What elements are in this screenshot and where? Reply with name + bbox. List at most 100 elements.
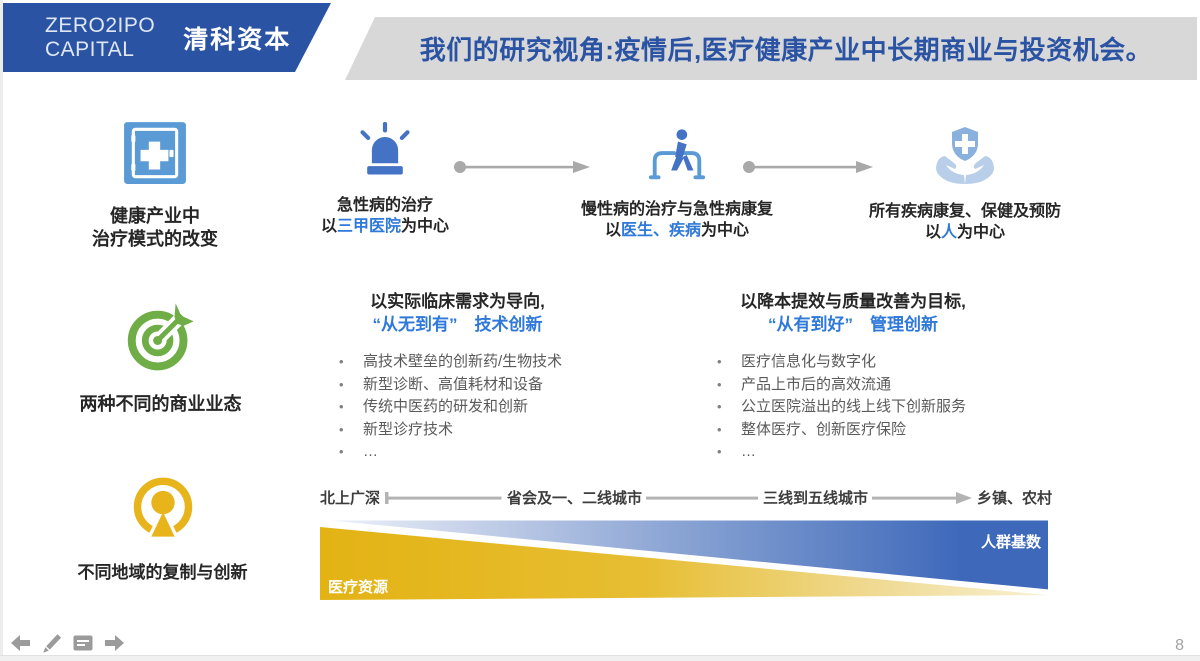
resource-population-band: 医疗资源 人群基数 — [320, 518, 1048, 600]
population-base-label: 人群基数 — [980, 534, 1041, 551]
stage3-subtitle: 以人为中心 — [855, 222, 1075, 243]
axis-connector-2 — [646, 491, 759, 505]
page-number: 8 — [1175, 637, 1184, 654]
bullet-dot: • — [717, 421, 722, 437]
target-arrow-icon — [127, 303, 194, 371]
stage1-subtitle: 以三甲医院为中心 — [300, 216, 470, 237]
category3-label: 不同地域的复制与创新 — [77, 563, 248, 582]
pencil-icon — [43, 634, 62, 653]
list-item: • 传统中医药的研发和创新 — [339, 396, 590, 419]
list-item: • 医疗信息化与数字化 — [717, 351, 1003, 374]
axis-connector-1 — [384, 491, 503, 505]
stage2-suffix: 为中心 — [701, 222, 750, 239]
bullet-text: 传统中医药的研发和创新 — [363, 398, 529, 415]
bullet-text: 新型诊疗技术 — [363, 420, 454, 438]
logo-english: ZERO2IPO CAPITAL — [45, 14, 155, 62]
category-business-models: 两种不同的商业业态 — [73, 300, 248, 416]
stage-chronic: 慢性病的治疗与急性病康复 以医生、疾病为中心 — [572, 124, 782, 241]
logo-line2: CAPITAL — [45, 37, 135, 61]
axis-connector-3 — [872, 491, 973, 505]
pen-tool-button[interactable] — [39, 630, 65, 656]
tech-bullet-list: •高技术壁垒的创新药/生物技术 •新型诊断、高值耗材和设备 •传统中医药的研发和… — [325, 351, 590, 464]
slide-left-edge — [0, 0, 3, 661]
bullet-text: 医疗信息化与数字化 — [741, 353, 877, 370]
title-banner: 我们的研究视角:疫情后,医疗健康产业中长期商业与投资机会。 — [345, 17, 1197, 80]
bullet-dot: • — [339, 399, 344, 414]
stage3-highlight: 人 — [940, 224, 957, 241]
category-regional: 不同地域的复制与创新 — [70, 476, 255, 584]
list-item: •… — [717, 441, 1003, 464]
previous-slide-button[interactable] — [8, 630, 34, 656]
tick-line-icon — [384, 491, 501, 504]
next-slide-button[interactable] — [101, 630, 127, 656]
bullet-text: … — [741, 443, 756, 460]
bullet-dot: • — [339, 421, 344, 437]
logo-line1: ZERO2IPO — [45, 13, 156, 37]
category1-label-line1: 健康产业中 — [110, 206, 200, 226]
bullet-dot: • — [717, 399, 722, 414]
list-item: • 产品上市后的高效流通 — [717, 374, 1003, 397]
forward-arrow-icon — [105, 635, 124, 651]
bullet-text: 高技术壁垒的创新药/生物技术 — [363, 353, 563, 370]
flow-arrow-1 — [453, 160, 591, 179]
stage3-title: 所有疾病康复、保健及预防 — [868, 203, 1061, 220]
stage2-subtitle: 以医生、疾病为中心 — [572, 220, 782, 241]
stage2-title: 慢性病的治疗与急性病康复 — [580, 201, 773, 218]
stage-acute: 急性病的治疗 以三甲医院为中心 — [300, 121, 470, 237]
tech-column-header: 以实际临床需求为导向, — [370, 292, 545, 311]
stage1-title: 急性病的治疗 — [336, 197, 433, 214]
hands-shield-icon — [936, 127, 994, 184]
notes-icon — [73, 635, 93, 651]
axis-label-tier3: 三线到五线城市 — [762, 490, 868, 507]
stage1-highlight: 三甲医院 — [336, 218, 401, 235]
bullet-dot: • — [717, 376, 722, 392]
presenter-controls — [8, 630, 127, 656]
slide-notes-button[interactable] — [70, 630, 96, 656]
category-treatment-model: 健康产业中 治疗模式的改变 — [80, 120, 230, 251]
list-item: •高技术壁垒的创新药/生物技术 — [339, 351, 590, 374]
stage2-prefix: 以 — [604, 222, 621, 239]
stage3-suffix: 为中心 — [957, 224, 1006, 241]
arrow-right-icon — [454, 161, 590, 173]
location-target-icon — [133, 477, 192, 542]
mgmt-column-subheader: “从有到好” 管理创新 — [768, 315, 938, 334]
logo-chinese: 清科资本 — [183, 25, 292, 54]
stage1-suffix: 为中心 — [401, 218, 450, 235]
region-axis: 北上广深 省会及一、二线城市 三线到五线城市 乡镇、农村 — [320, 487, 1052, 508]
list-item: • 新型诊疗技术 — [339, 419, 590, 442]
management-innovation-column: 以降本提效与质量改善为目标, “从有到好” 管理创新 •医疗信息化与数字化 •产… — [703, 290, 1003, 464]
axis-label-tier4: 乡镇、农村 — [976, 490, 1052, 507]
axis-label-tier1: 北上广深 — [320, 490, 381, 507]
bullet-text: 产品上市后的高效流通 — [741, 375, 892, 393]
back-arrow-icon — [11, 635, 30, 651]
bullet-text: 整体医疗、创新医疗保险 — [741, 420, 907, 438]
stage-prevention: 所有疾病康复、保健及预防 以人为中心 — [855, 124, 1075, 243]
bullet-text: 新型诊断、高值耗材和设备 — [363, 375, 544, 393]
flow-arrow-2 — [742, 160, 874, 179]
mgmt-bullet-list: •医疗信息化与数字化 •产品上市后的高效流通 •公立医院溢出的线上线下创新服务 … — [703, 351, 1003, 464]
siren-icon — [360, 121, 410, 175]
bullet-dot: • — [717, 444, 722, 459]
medical-resource-label: 医疗资源 — [328, 579, 389, 596]
tech-column-subheader: “从无到有” 技术创新 — [372, 315, 543, 334]
slide-title: 我们的研究视角:疫情后,医疗健康产业中长期商业与投资机会。 — [419, 35, 1153, 65]
bullet-text: … — [363, 443, 378, 460]
list-item: • 整体医疗、创新医疗保险 — [717, 419, 1003, 442]
bullet-dot: • — [339, 444, 344, 459]
stage1-prefix: 以 — [320, 218, 337, 235]
list-item: •… — [339, 441, 590, 464]
list-item: • 公立医院溢出的线上线下创新服务 — [717, 396, 1003, 419]
bullet-dot: • — [339, 376, 344, 392]
bullet-dot: • — [717, 354, 722, 369]
category1-label-line2: 治疗模式的改变 — [92, 229, 218, 249]
category2-label: 两种不同的商业业态 — [79, 394, 242, 414]
slide-bottom-strip — [0, 655, 1200, 661]
arrow-right-icon — [743, 161, 873, 173]
line-icon — [646, 496, 759, 500]
axis-label-tier2: 省会及一、二线城市 — [506, 490, 642, 507]
arrow-right-icon — [872, 491, 973, 504]
medical-cabinet-icon — [124, 122, 186, 184]
bullet-text: 公立医院溢出的线上线下创新服务 — [741, 398, 967, 415]
list-item: • 新型诊断、高值耗材和设备 — [339, 374, 590, 397]
